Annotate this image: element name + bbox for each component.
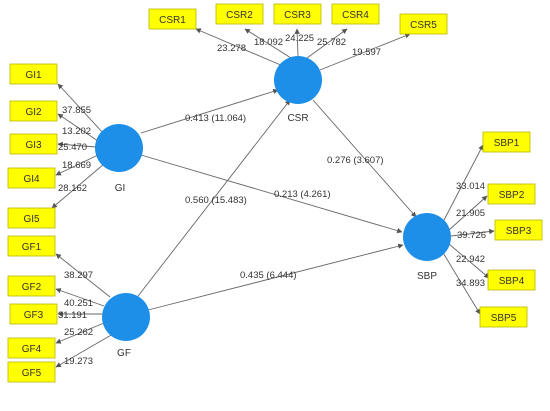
path-gi-sbp-arrow bbox=[140, 154, 403, 234]
path-csr-sbp-arrow bbox=[312, 99, 417, 218]
loading-gi1-label: 37.855 bbox=[62, 105, 91, 116]
indicator-gf2[interactable]: GF2 bbox=[7, 275, 56, 297]
gf-node-label: GF bbox=[117, 348, 131, 359]
svg-text:SBP5: SBP5 bbox=[491, 313, 517, 324]
svg-text:GF4: GF4 bbox=[22, 344, 42, 355]
indicator-gf4[interactable]: GF4 bbox=[7, 337, 56, 359]
loading-gf5-arrow bbox=[55, 333, 114, 368]
loading-csr5-label: 19.597 bbox=[352, 47, 381, 58]
indicator-csr2[interactable]: CSR2 bbox=[215, 3, 264, 25]
svg-text:GI1: GI1 bbox=[25, 70, 42, 81]
loading-csr2-label: 18.092 bbox=[254, 37, 283, 48]
svg-text:GF3: GF3 bbox=[24, 310, 44, 321]
indicator-csr4[interactable]: CSR4 bbox=[331, 3, 380, 25]
indicator-sbp4[interactable]: SBP4 bbox=[487, 269, 536, 291]
loading-gf1-arrow bbox=[55, 253, 111, 298]
loading-gf5-label: 19.273 bbox=[64, 356, 93, 367]
csr-node[interactable] bbox=[274, 56, 322, 104]
indicator-gf5[interactable]: GF5 bbox=[7, 361, 56, 383]
svg-text:SBP4: SBP4 bbox=[499, 276, 525, 287]
indicator-gi5[interactable]: GI5 bbox=[7, 207, 56, 229]
indicator-gi3[interactable]: GI3 bbox=[9, 133, 58, 155]
loading-sbp5-arrow bbox=[441, 250, 481, 315]
loading-csr4-arrow bbox=[306, 28, 348, 59]
indicator-sbp1[interactable]: SBP1 bbox=[482, 131, 531, 153]
loading-gi3-arrow bbox=[57, 141, 97, 148]
svg-text:GI2: GI2 bbox=[25, 107, 42, 118]
loading-sbp3-arrow bbox=[450, 228, 495, 237]
path-gi-csr-label: 0.413 (11.064) bbox=[185, 113, 246, 124]
loading-gf1-label: 38.297 bbox=[64, 270, 93, 281]
loading-gi2-arrow bbox=[57, 113, 99, 142]
indicator-gi2[interactable]: GI2 bbox=[9, 100, 58, 122]
svg-text:CSR2: CSR2 bbox=[226, 10, 253, 21]
path-gi-csr-arrow bbox=[140, 88, 279, 134]
gi-node-label: GI bbox=[115, 183, 126, 194]
loading-sbp2-label: 21.905 bbox=[456, 208, 485, 219]
path-gi-sbp-label: 0.213 (4.261) bbox=[274, 189, 331, 200]
loading-sbp4-label: 22.942 bbox=[456, 254, 485, 265]
svg-text:SBP2: SBP2 bbox=[499, 190, 525, 201]
loading-sbp5-label: 34.893 bbox=[456, 278, 485, 289]
loading-gi5-arrow bbox=[51, 163, 105, 209]
svg-text:GI5: GI5 bbox=[23, 214, 40, 225]
path-gf-csr-label: 0.560 (15.483) bbox=[185, 195, 247, 206]
path-gf-sbp-label: 0.435 (6.444) bbox=[240, 270, 297, 281]
svg-text:GI3: GI3 bbox=[25, 140, 42, 151]
loading-sbp1-arrow bbox=[442, 144, 484, 223]
svg-text:GF5: GF5 bbox=[22, 368, 42, 379]
sbp-node-label: SBP bbox=[417, 271, 437, 282]
path-gf-csr-arrow bbox=[134, 99, 291, 301]
loading-csr2-arrow bbox=[244, 28, 292, 59]
indicator-csr3[interactable]: CSR3 bbox=[273, 3, 322, 25]
loading-gf2-label: 40.251 bbox=[64, 298, 93, 309]
svg-text:SBP1: SBP1 bbox=[494, 138, 520, 149]
indicator-csr5[interactable]: CSR5 bbox=[399, 13, 448, 35]
indicator-gf1[interactable]: GF1 bbox=[7, 235, 56, 257]
indicator-sbp2[interactable]: SBP2 bbox=[487, 183, 536, 205]
loading-gi4-label: 18.669 bbox=[62, 160, 91, 171]
svg-text:GF2: GF2 bbox=[22, 282, 42, 293]
indicator-gi4[interactable]: GI4 bbox=[7, 167, 56, 189]
loading-csr3-label: 24.225 bbox=[285, 33, 314, 44]
loading-sbp4-arrow bbox=[448, 243, 490, 279]
path-csr-sbp-label: 0.276 (3.607) bbox=[327, 155, 384, 166]
gf-node[interactable] bbox=[102, 293, 150, 341]
sbp-node[interactable] bbox=[403, 213, 451, 261]
loading-gf2-arrow bbox=[55, 288, 105, 307]
loading-gi1-arrow bbox=[57, 83, 105, 135]
indicator-sbp5[interactable]: SBP5 bbox=[479, 306, 528, 328]
loading-csr1-label: 23.278 bbox=[217, 43, 246, 54]
loading-sbp1-label: 33.014 bbox=[456, 181, 485, 192]
loading-gi4-arrow bbox=[55, 154, 99, 176]
loading-gi2-label: 13.202 bbox=[62, 126, 91, 137]
svg-text:CSR3: CSR3 bbox=[284, 10, 311, 21]
svg-text:CSR5: CSR5 bbox=[410, 20, 437, 31]
loading-csr1-arrow bbox=[195, 28, 284, 67]
gi-node[interactable] bbox=[95, 124, 143, 172]
svg-text:CSR1: CSR1 bbox=[159, 15, 186, 26]
loading-gf3-label: 31.191 bbox=[58, 310, 87, 321]
loading-csr3-arrow bbox=[294, 28, 300, 57]
loading-csr5-arrow bbox=[319, 33, 411, 71]
svg-text:CSR4: CSR4 bbox=[342, 10, 369, 21]
loading-gi5-label: 28.162 bbox=[58, 183, 87, 194]
svg-text:GF1: GF1 bbox=[22, 242, 42, 253]
csr-node-label: CSR bbox=[287, 113, 308, 124]
loading-sbp3-label: 39.726 bbox=[457, 230, 486, 241]
indicator-gi1[interactable]: GI1 bbox=[9, 63, 58, 85]
loading-csr4-label: 25.782 bbox=[317, 37, 346, 48]
indicator-gf3[interactable]: GF3 bbox=[9, 303, 58, 325]
svg-text:SBP3: SBP3 bbox=[506, 226, 532, 237]
indicator-csr1[interactable]: CSR1 bbox=[148, 8, 197, 30]
svg-text:GI4: GI4 bbox=[23, 174, 40, 185]
loading-gi3-label: 25.470 bbox=[58, 142, 87, 153]
indicator-sbp3[interactable]: SBP3 bbox=[494, 219, 543, 241]
loading-gf4-arrow bbox=[55, 322, 105, 344]
loading-gf4-label: 25.262 bbox=[64, 327, 93, 338]
path-gf-sbp-arrow bbox=[147, 243, 404, 311]
loading-sbp2-arrow bbox=[448, 195, 488, 231]
